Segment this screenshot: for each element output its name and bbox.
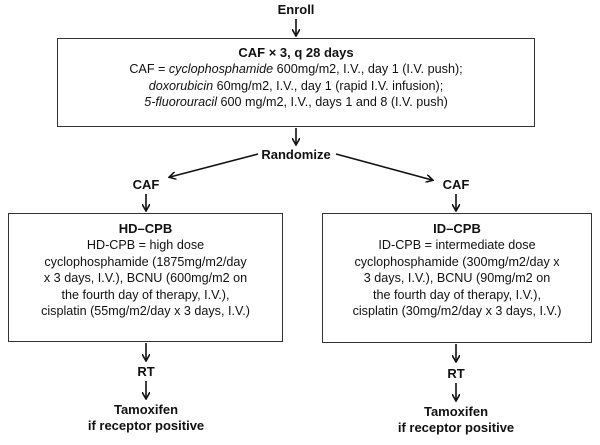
hd-cpb-line-1: HD-CPB = high dose xyxy=(86,238,205,253)
caf-induction-box: CAF × 3, q 28 days CAF = cyclophosphamid… xyxy=(57,38,535,127)
id-cpb-line-2: cyclophosphamide (300mg/m2/day x xyxy=(354,254,560,269)
hd-cpb-line-5: cisplatin (55mg/m2/day x 3 days, I.V.) xyxy=(41,304,250,319)
caf-left-label: CAF xyxy=(132,177,160,192)
rt-left-label: RT xyxy=(137,364,155,379)
tamoxifen-left-label: Tamoxifen if receptor positive xyxy=(87,402,205,433)
caf-box-line-1: CAF = cyclophosphamide 600mg/m2, I.V., d… xyxy=(129,62,463,77)
id-cpb-line-5: cisplatin (30mg/m2/day x 3 days, I.V.) xyxy=(352,304,562,319)
hd-cpb-line-2: cyclophosphamide (1875mg/m2/day xyxy=(44,254,247,269)
arrow-randomize-to-caf-left xyxy=(170,153,259,177)
tamoxifen-right-label: Tamoxifen if receptor positive xyxy=(397,404,515,435)
caf-box-line-2: doxorubicin 60mg/m2, I.V., day 1 (rapid … xyxy=(148,78,444,93)
randomize-label: Randomize xyxy=(261,147,331,162)
id-cpb-line-1: ID-CPB = intermediate dose xyxy=(378,238,536,253)
id-cpb-title: ID–CPB xyxy=(433,221,481,236)
id-cpb-line-3: 3 days, I.V.), BCNU (90mg/m2 on xyxy=(363,271,551,286)
hd-cpb-box: HD–CPB HD-CPB = high dose cyclophosphami… xyxy=(8,213,283,342)
id-cpb-line-4: the fourth day of therapy, I.V.), xyxy=(372,287,542,302)
rt-right-label: RT xyxy=(447,366,465,381)
caf-box-title: CAF × 3, q 28 days xyxy=(238,45,354,60)
hd-cpb-line-4: the fourth day of therapy, I.V.), xyxy=(61,287,230,302)
caf-right-label: CAF xyxy=(442,177,470,192)
enroll-label: Enroll xyxy=(277,2,315,17)
hd-cpb-line-3: x 3 days, I.V.), BCNU (600mg/m2 on xyxy=(43,271,248,286)
hd-cpb-title: HD–CPB xyxy=(118,221,173,236)
caf-box-line-3: 5-fluorouracil 600 mg/m2, I.V., days 1 a… xyxy=(144,95,448,110)
arrow-randomize-to-caf-right xyxy=(335,153,432,180)
id-cpb-box: ID–CPB ID-CPB = intermediate dose cyclop… xyxy=(322,213,592,343)
